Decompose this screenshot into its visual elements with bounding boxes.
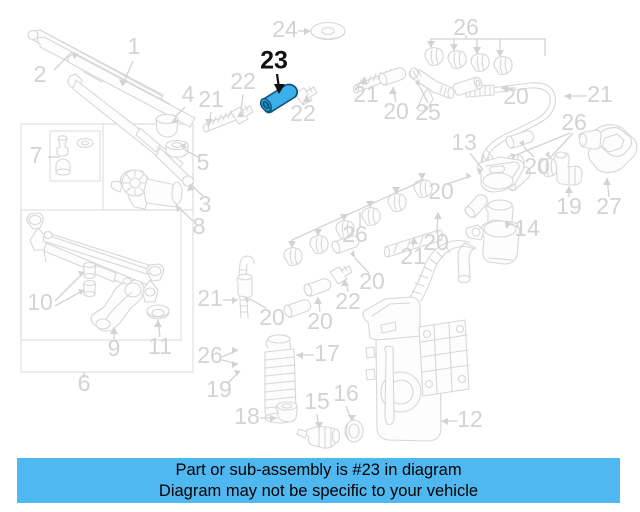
callout-14: 14 (514, 215, 540, 241)
callout-20c: 20 (524, 153, 550, 179)
callout-labels: 1 2 3 4 5 6 7 8 9 10 11 12 13 14 15 16 1… (27, 14, 622, 432)
callout-21a: 21 (198, 86, 224, 112)
highlighted-leader-23 (274, 73, 285, 94)
clip-26-diag-3 (335, 220, 355, 240)
callout-21c: 21 (587, 81, 613, 107)
callout-26b: 26 (561, 109, 587, 135)
callout-3: 3 (199, 191, 212, 217)
callout-26a: 26 (453, 14, 479, 40)
washer-reservoir-12 (362, 239, 475, 442)
callout-20d: 20 (423, 229, 449, 255)
hose-sleeve-20-f (331, 235, 360, 254)
hose-sleeve-20-h (283, 299, 312, 318)
hose-sleeve-20-a (378, 67, 407, 86)
hose-sleeve-20-e (464, 194, 488, 219)
nozzle-grommet-16 (344, 419, 364, 443)
banner-line-2: Diagram may not be specific to your vehi… (158, 481, 479, 500)
callout-20a: 20 (383, 98, 409, 124)
callout-9: 9 (108, 335, 121, 361)
wiper-motor-8 (110, 169, 183, 210)
callout-11: 11 (148, 333, 172, 359)
pivot-bushing-kit-7 (55, 135, 94, 176)
hose-sleeve-20-c (505, 130, 535, 149)
callout-17: 17 (314, 340, 340, 366)
callout-2: 2 (34, 61, 47, 87)
hose-clips-26-diagonal (283, 174, 433, 267)
callout-5: 5 (197, 149, 210, 175)
callout-1: 1 (128, 33, 141, 59)
linkage-bushings-10 (82, 261, 97, 298)
washer-24 (310, 21, 346, 41)
callout-24: 24 (272, 16, 298, 42)
assembly-group-boxes (20, 123, 194, 373)
washer-pump-elbow-19 (553, 151, 583, 186)
highlighted-part-23 (260, 83, 299, 114)
callout-13: 13 (451, 129, 477, 155)
washer-nozzle-13 (476, 156, 525, 193)
callout-21d: 21 (400, 243, 426, 269)
pivot-grommet-11 (146, 304, 170, 320)
callout-4: 4 (182, 81, 195, 107)
callout-22b: 22 (290, 100, 316, 126)
callout-26d: 26 (197, 342, 223, 368)
callout-15: 15 (304, 388, 330, 414)
callout-20f: 20 (359, 268, 385, 294)
callout-22c: 22 (335, 288, 361, 314)
callout-20e: 20 (428, 178, 454, 204)
hose-sleeve-20-b (452, 76, 483, 96)
callout-21b: 21 (353, 81, 379, 107)
clip-26-diag-2 (309, 235, 329, 255)
wiper-arm-assembly-2 (67, 53, 196, 187)
callout-21e: 21 (197, 285, 223, 311)
callout-10: 10 (27, 289, 53, 315)
clip-26-right-2 (539, 158, 559, 178)
callout-19b: 19 (556, 193, 582, 219)
callout-18: 18 (234, 403, 260, 429)
callout-6: 6 (78, 370, 91, 396)
callout-8: 8 (193, 213, 206, 239)
callout-20b: 20 (503, 83, 529, 109)
wiper-linkage-6 (26, 212, 165, 303)
callout-27: 27 (596, 193, 622, 219)
callout-23-highlighted: 23 (260, 47, 288, 75)
clip-26-b (447, 50, 467, 70)
clip-26-diag-1 (283, 247, 303, 267)
banner-line-1: Part or sub-assembly is #23 in diagram (175, 460, 462, 479)
reservoir-grommet-18 (275, 401, 298, 423)
hose-clips-26-top (424, 36, 546, 76)
callout-20g: 20 (307, 308, 333, 334)
group-box-7 (49, 130, 101, 182)
washer-reservoir-cover-27 (578, 124, 638, 174)
callout-19: 19 (206, 376, 232, 402)
callout-26c: 26 (342, 221, 368, 247)
callout-7: 7 (30, 142, 43, 168)
hose-connector-22-center (329, 265, 353, 285)
clip-26-diag-4 (361, 207, 381, 227)
callout-25: 25 (415, 99, 441, 125)
clip-26-a (424, 47, 444, 67)
group-box-linkage (20, 209, 182, 341)
clip-26-c (470, 53, 490, 73)
clip-26-d (493, 56, 513, 76)
callout-12: 12 (457, 406, 483, 432)
clip-26-diag-6 (413, 179, 433, 199)
hose-sleeve-20-g (303, 278, 332, 297)
callout-22a: 22 (230, 68, 256, 94)
clip-26-diag-5 (387, 193, 407, 213)
hose-sleeve-20-i (236, 273, 253, 298)
washer-nozzle-15 (296, 425, 341, 449)
callout-16: 16 (333, 380, 359, 406)
wiper-pivot-bracket-9 (90, 277, 145, 332)
washer-pump-14 (457, 199, 520, 284)
part-info-banner: Part or sub-assembly is #23 in diagram D… (17, 458, 620, 503)
leader-arrowheads (72, 28, 611, 429)
callout-20h: 20 (259, 304, 285, 330)
